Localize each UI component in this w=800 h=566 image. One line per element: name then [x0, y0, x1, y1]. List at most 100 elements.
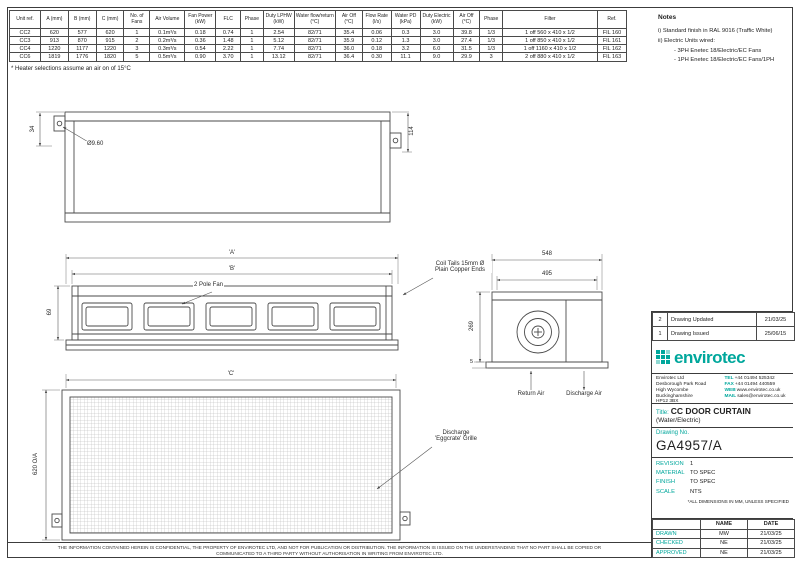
- table-cell: 1: [652, 326, 668, 341]
- table-cell: NE: [700, 547, 748, 558]
- dim-5-label: 5: [469, 359, 475, 365]
- table-cell: CHECKED: [652, 538, 701, 549]
- dim-b-label: 'B': [212, 266, 252, 272]
- sheet-border: [7, 7, 793, 558]
- fan-type-label: 2 Pole Fan: [193, 282, 225, 288]
- table-cell: MW: [700, 528, 748, 539]
- dim-495-label: 495: [527, 271, 567, 277]
- address-line: Buckinghamshire: [656, 393, 693, 399]
- table-cell: [652, 519, 701, 530]
- web-tag: WEB: [724, 387, 736, 393]
- address-line: HP12 3BX: [656, 399, 679, 405]
- note-line: - 1PH Enetec 18/Electric/EC Fans/1PH: [674, 56, 775, 63]
- drawing-number-label: Drawing No.: [656, 430, 690, 436]
- address-line: Desborough Park Road: [656, 381, 707, 387]
- table-cell: B (mm): [67, 10, 97, 29]
- table-cell: 0.90: [184, 52, 217, 62]
- dim-69-label: 69: [47, 292, 53, 332]
- contact-line: FAX+44 01494 440559: [725, 382, 790, 388]
- note-line: - 3PH Enetec 18/Electric/EC Fans: [674, 47, 762, 54]
- table-cell: Drawing Updated: [667, 312, 757, 327]
- mail-value: sales@envirotec.co.uk: [737, 393, 786, 399]
- grille-view: [51, 389, 411, 541]
- drawing-subtitle: (Water/Electric): [656, 417, 701, 424]
- notes-title: Notes: [658, 14, 677, 21]
- dim-114-label: 114: [409, 111, 415, 151]
- note-line: i) Standard finish in RAL 9016 (Traffic …: [658, 27, 773, 34]
- table-cell: NE: [700, 538, 748, 549]
- contact-line: MAILsales@envirotec.co.uk: [725, 394, 790, 400]
- dim-548-label: 548: [527, 251, 567, 257]
- logo-squares-icon: [656, 350, 670, 364]
- table-cell: Air Volume: [149, 10, 186, 29]
- tel-tag: TEL: [724, 376, 734, 381]
- table-cell: 25/06/15: [756, 326, 795, 341]
- fax-tag: FAX: [724, 381, 734, 387]
- table-cell: Drawing Issued: [667, 326, 757, 341]
- table-cell: APPROVED: [652, 547, 701, 558]
- side-section-view: [485, 291, 609, 369]
- table-cell: 21/03/25: [747, 538, 795, 549]
- notes-block: Notes i) Standard finish in RAL 9016 (Tr…: [658, 12, 792, 65]
- leader-lines: [62, 126, 586, 490]
- dim-620-label: 620 O/A: [33, 444, 39, 484]
- table-cell: 21/03/25: [756, 312, 795, 327]
- dim-a-label: 'A': [212, 250, 252, 256]
- table-cell: 3.70: [215, 52, 242, 62]
- drawing-number: GA4957/A: [656, 438, 723, 453]
- note-line: ii) Electric Units wired:: [658, 38, 716, 45]
- table-cell: 82/71: [293, 52, 336, 62]
- contact-line: TEL+44 01494 525342: [725, 376, 790, 382]
- table-cell: 29.9: [452, 52, 481, 62]
- table-cell: 2: [652, 312, 668, 327]
- scale-value: NTS: [690, 488, 702, 495]
- revision-label: REVISION: [656, 461, 684, 467]
- drawing-number-section: Drawing No. GA4957/A: [652, 428, 793, 458]
- scale-label: SCALE: [656, 488, 676, 495]
- tel-value: +44 01494 525342: [734, 376, 775, 381]
- dim-269-label: 269: [469, 306, 475, 346]
- revision-value: 1: [690, 461, 694, 467]
- address-line: Envirotec Ltd: [656, 376, 684, 381]
- discharge-air-label: Discharge Air: [554, 391, 614, 397]
- logo-wordmark: envirotec: [674, 347, 746, 367]
- table-cell: 9.0: [419, 52, 454, 62]
- title-label: Title:: [656, 410, 669, 416]
- revision-row: REVISION 1: [656, 461, 789, 467]
- plan-view: [53, 111, 402, 223]
- table-cell: Water PD (kPa): [390, 10, 421, 29]
- table-cell: DRAWN: [652, 528, 701, 539]
- coil-tails-label: Coil Tails 15mm Ø Plain Copper Ends: [428, 261, 492, 273]
- drawing-title-section: Title:CC DOOR CURTAIN (Water/Electric): [652, 404, 793, 428]
- confidentiality-notice: THE INFORMATION CONTAINED HEREIN IS CONF…: [8, 542, 651, 557]
- contact-line: WEBwww.envirotec.co.uk: [725, 388, 790, 394]
- material-label: MATERIAL: [656, 470, 685, 477]
- front-elevation-view: [65, 285, 399, 351]
- address-line: High Wycombe: [656, 387, 689, 393]
- table-cell: Duty Electric (kW): [419, 10, 454, 29]
- table-cell: FIL 163: [596, 52, 628, 62]
- grille-note-label: Discharge 'Eggcrate' Grille: [424, 430, 488, 442]
- company-address: Envirotec Ltd Desborough Park Road High …: [652, 374, 793, 404]
- dimension-lines: [38, 112, 603, 541]
- heater-footnote: * Heater selections assume an air on of …: [11, 66, 131, 72]
- table-cell: 21/03/25: [747, 547, 795, 558]
